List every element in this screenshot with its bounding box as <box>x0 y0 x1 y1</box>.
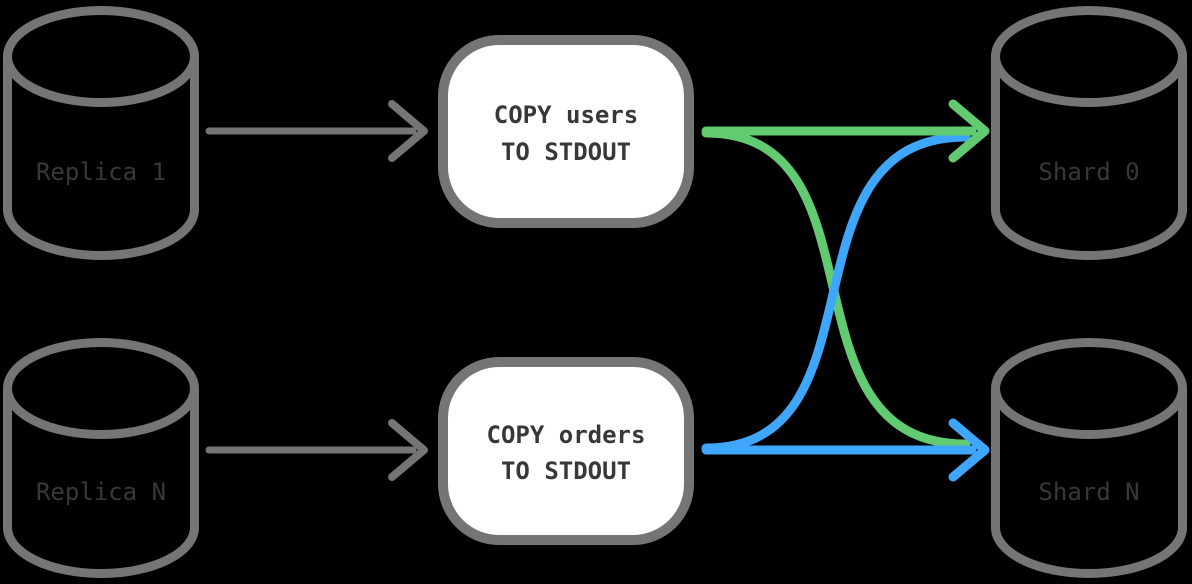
blue-arrowhead-icon <box>948 418 990 482</box>
edge-copy-orders-to-shard-n <box>701 418 990 482</box>
shard-n-label: Shard N <box>1038 478 1139 506</box>
db-shard-n: Shard N <box>991 338 1187 578</box>
edge-copy-users-to-shard-0 <box>701 99 990 163</box>
node-copy-orders: COPY orders TO STDOUT <box>438 357 694 545</box>
gray-arrowhead-icon <box>388 100 428 162</box>
copy-users-line2: TO STDOUT <box>501 138 631 166</box>
shard-0-label: Shard 0 <box>1038 158 1139 186</box>
cylinder-top-ellipse <box>991 56 1187 107</box>
replica-1-label: Replica 1 <box>36 158 166 186</box>
replica-n-label: Replica N <box>36 478 166 506</box>
db-replica-1: Replica 1 <box>3 6 199 260</box>
edge-replica-n-to-copy-orders <box>205 419 428 481</box>
copy-orders-line1: COPY orders <box>487 421 646 449</box>
db-shard-0: Shard 0 <box>991 6 1187 260</box>
cylinder-top-ellipse <box>991 388 1187 439</box>
edge-copy-orders-to-shard-0-curve <box>701 132 971 453</box>
cylinder-top-ellipse <box>3 56 199 107</box>
copy-users-line1: COPY users <box>494 101 639 129</box>
cylinder-body <box>3 338 199 578</box>
cylinder-body <box>991 338 1187 578</box>
copy-orders-line2: TO STDOUT <box>501 457 631 485</box>
command-box <box>438 357 694 545</box>
cylinder-top-ellipse <box>3 388 199 439</box>
cylinder-body <box>3 6 199 260</box>
gray-arrowhead-icon <box>388 419 428 481</box>
green-arrowhead-icon <box>948 99 990 163</box>
db-replica-n: Replica N <box>3 338 199 578</box>
cylinder-body <box>991 6 1187 260</box>
command-box <box>438 35 694 228</box>
node-copy-users: COPY users TO STDOUT <box>438 35 694 228</box>
edge-replica-1-to-copy-users <box>205 100 428 162</box>
